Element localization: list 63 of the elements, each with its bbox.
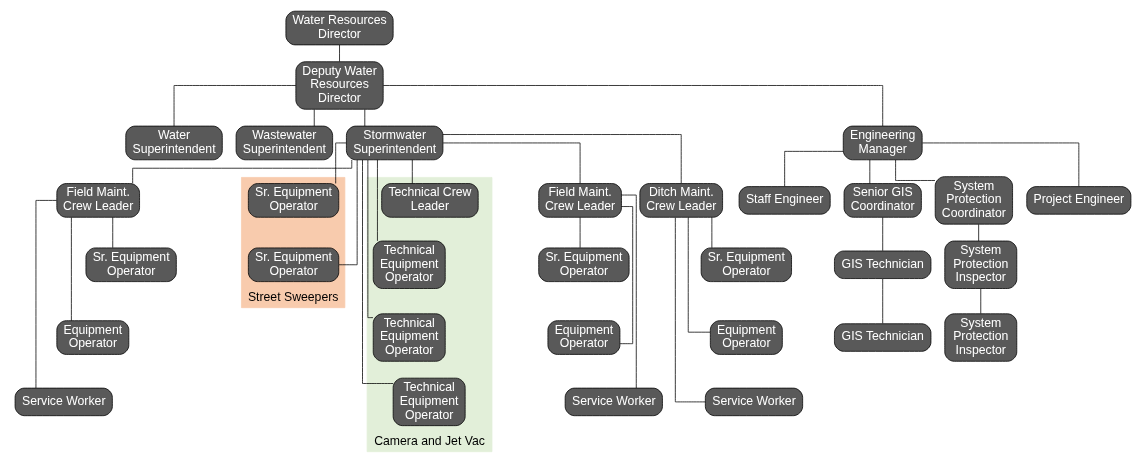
connector: [977, 224, 979, 242]
connector: [881, 216, 883, 252]
connector: [579, 216, 580, 249]
node-box: Service Worker: [14, 387, 113, 417]
node-box: Sr. Equipment Operator: [700, 247, 792, 282]
connector: [894, 159, 935, 181]
connector: [710, 216, 712, 249]
node-box: Engineering Manager: [842, 125, 923, 161]
connector: [921, 142, 1079, 187]
connector: [411, 159, 413, 184]
node-box: Sr. Equipment Operator: [247, 247, 339, 282]
connector: [313, 109, 315, 127]
node-box: GIS Technician: [833, 323, 931, 352]
node-box: Equipment Operator: [547, 320, 620, 355]
node-box: Technical Equipment Operator: [392, 377, 466, 427]
node-box: Technical Crew Leader: [380, 183, 479, 218]
node-box: Senior GIS Coordinator: [843, 183, 922, 218]
node-box: Field Maint. Crew Leader: [55, 183, 140, 218]
node-box: Equipment Operator: [55, 320, 129, 355]
connector: [881, 278, 883, 324]
node-box: Deputy Water Resources Director: [294, 61, 384, 110]
node-box: Sr. Equipment Operator: [85, 247, 177, 282]
node-box: Water Superintendent: [124, 125, 223, 161]
connector: [620, 194, 637, 389]
connector: [783, 151, 843, 187]
connector: [361, 159, 393, 384]
connector: [131, 159, 352, 184]
connector: [70, 217, 72, 322]
connector: [338, 44, 340, 63]
connector: [442, 134, 682, 184]
node-box: Service Worker: [704, 387, 803, 417]
connector: [334, 142, 347, 184]
connector: [367, 159, 373, 318]
node-box: Sr. Equipment Operator: [537, 247, 629, 282]
node-box: Water Resources Director: [285, 10, 394, 46]
node-box: GIS Technician: [833, 250, 931, 279]
node-box: System Protection Inspector: [943, 313, 1017, 362]
node-box: Field Maint. Crew Leader: [537, 183, 622, 218]
node-box: Wastewater Superintendent: [235, 125, 333, 161]
connector: [979, 288, 981, 315]
connector: [363, 109, 365, 127]
connector: [35, 200, 57, 389]
connector: [376, 159, 378, 242]
node-box: Stormwater Superintendent: [345, 125, 443, 161]
connector: [111, 216, 113, 249]
node-box: Technical Equipment Operator: [372, 313, 446, 362]
node-box: Project Engineer: [1025, 186, 1131, 215]
connector: [868, 159, 870, 184]
node-box: System Protection Inspector: [943, 240, 1017, 289]
node-box: System Protection Coordinator: [934, 176, 1013, 225]
connector: [382, 85, 883, 127]
connector: [173, 85, 296, 127]
connector: [442, 142, 580, 184]
node-box: Sr. Equipment Operator: [247, 183, 339, 218]
connector: [674, 217, 706, 403]
connector: [619, 206, 633, 345]
node-box: Ditch Maint. Crew Leader: [638, 183, 723, 218]
node-box: Service Worker: [564, 387, 663, 417]
connector: [338, 159, 358, 266]
node-box: Technical Equipment Operator: [372, 240, 446, 289]
node-box: Staff Engineer: [738, 186, 831, 215]
node-box: Equipment Operator: [709, 320, 783, 355]
connector: [687, 216, 711, 333]
